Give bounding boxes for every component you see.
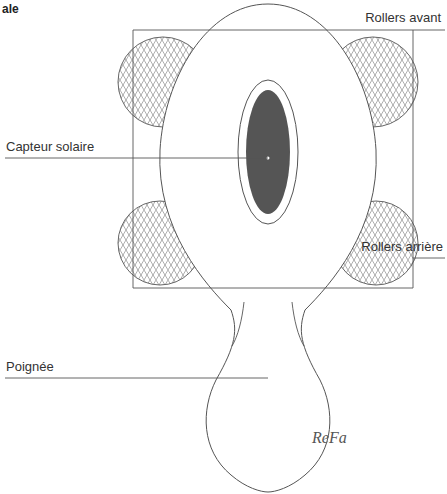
- bracket-and-leaders: [5, 30, 445, 378]
- handle-curves: [232, 302, 304, 346]
- sensor-outer: [238, 80, 298, 224]
- heading-fragment: ale: [2, 2, 19, 16]
- part-name: Rollers arrière: [361, 239, 443, 255]
- part-name: Rollers avant: [365, 10, 441, 26]
- brand-logo: ReFa: [312, 428, 347, 447]
- part-name: Capteur solaire: [6, 139, 94, 155]
- device-body: [160, 4, 376, 492]
- part-name: Poignée: [6, 359, 54, 375]
- solar-sensor: [246, 90, 290, 214]
